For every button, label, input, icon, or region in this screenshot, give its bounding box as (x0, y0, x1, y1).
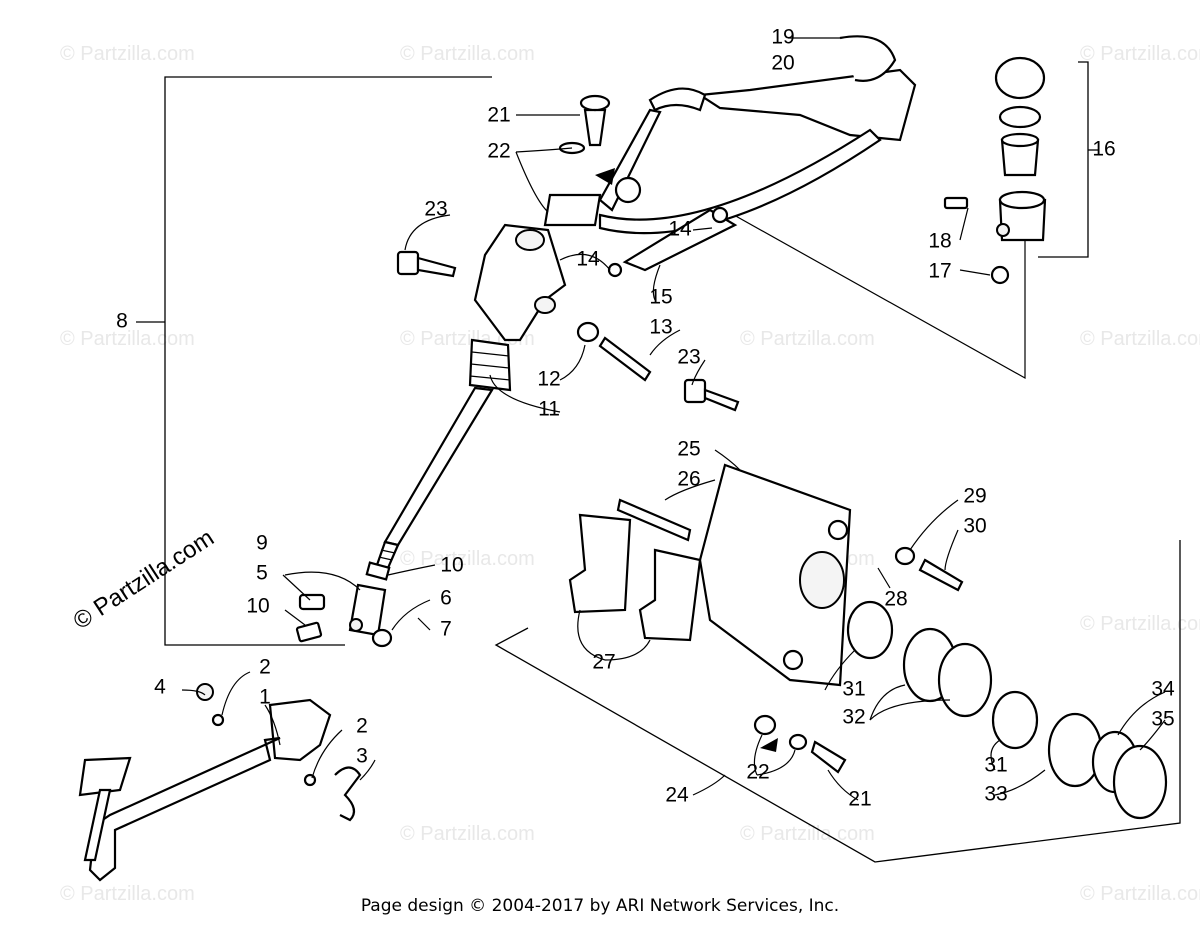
callout-21: 21 (848, 788, 871, 811)
pistons-and-seals (846, 600, 1168, 820)
callout-12: 12 (537, 368, 560, 391)
callout-labels: 1 2 2 3 4 5 6 7 8 9 10 10 11 12 13 14 14… (116, 26, 1175, 811)
callout-27: 27 (592, 651, 615, 674)
callout-23: 23 (677, 346, 700, 369)
callout-21: 21 (487, 104, 510, 127)
brake-pedal (78, 683, 362, 882)
callout-1: 1 (259, 686, 271, 709)
callout-24: 24 (665, 784, 689, 807)
callout-6: 6 (440, 587, 452, 610)
callout-16: 16 (1092, 138, 1115, 161)
watermark: © Partzilla.com (1080, 43, 1200, 65)
watermark: © Partzilla.com (400, 43, 535, 65)
callout-10: 10 (440, 554, 463, 577)
bracket-assembly-24 (494, 540, 1181, 863)
callout-22: 22 (487, 140, 510, 163)
arrow-marker (595, 168, 615, 185)
callout-34: 34 (1151, 678, 1175, 701)
leader-line (724, 209, 1026, 380)
callout-28: 28 (884, 588, 907, 611)
callout-14: 14 (576, 248, 600, 271)
callout-33: 33 (984, 783, 1007, 806)
watermark: © Partzilla.com (400, 548, 535, 570)
callout-29: 29 (963, 485, 986, 508)
caliper-body (616, 463, 852, 687)
callout-13: 13 (649, 316, 672, 339)
callout-9: 9 (256, 532, 268, 555)
watermark: © Partzilla.com (1080, 613, 1200, 635)
clevis (295, 561, 393, 648)
callout-3: 3 (356, 745, 368, 768)
callout-2: 2 (356, 715, 368, 738)
callout-7: 7 (440, 618, 452, 641)
watermark: © Partzilla.com (740, 823, 875, 845)
watermark: © Partzilla.com (60, 43, 195, 65)
brake-pads (568, 513, 702, 642)
bracket-assembly-8 (136, 76, 492, 646)
reservoir-assembly (943, 56, 1047, 285)
callout-20: 20 (771, 52, 794, 75)
callout-18: 18 (928, 230, 951, 253)
watermark: © Partzilla.com (1080, 328, 1200, 350)
callout-4: 4 (154, 676, 166, 699)
bracket-assembly-16 (1038, 61, 1098, 258)
callout-15: 15 (649, 286, 672, 309)
callout-5: 5 (256, 562, 268, 585)
watermark: © Partzilla.com (60, 883, 195, 905)
callout-31: 31 (842, 678, 865, 701)
master-cylinder-body (468, 223, 567, 392)
arrow-marker (760, 738, 778, 752)
callout-14: 14 (668, 218, 692, 241)
callout-32: 32 (842, 706, 865, 729)
callout-25: 25 (677, 438, 700, 461)
bleeder-assembly (753, 546, 964, 774)
callout-26: 26 (677, 468, 700, 491)
watermark: © Partzilla.com (400, 823, 535, 845)
callout-23: 23 (424, 198, 447, 221)
watermark: © Partzilla.com (740, 328, 875, 350)
callout-31: 31 (984, 754, 1007, 777)
watermark: © Partzilla.com (60, 328, 195, 350)
callout-10: 10 (246, 595, 269, 618)
callout-8: 8 (116, 310, 128, 333)
callout-17: 17 (928, 260, 951, 283)
callout-30: 30 (963, 515, 986, 538)
leader-lines (181, 37, 1166, 801)
footer-copyright: Page design © 2004-2017 by ARI Network S… (360, 896, 840, 916)
watermark-prominent: © Partzilla.com (69, 524, 219, 635)
callout-22: 22 (746, 761, 769, 784)
callout-35: 35 (1151, 708, 1174, 731)
callout-2: 2 (259, 656, 271, 679)
push-rod (375, 386, 494, 570)
bolts (396, 250, 740, 412)
callout-19: 19 (771, 26, 794, 49)
hose-assembly (543, 35, 917, 278)
watermark: © Partzilla.com (1080, 883, 1200, 905)
callout-11: 11 (538, 398, 560, 421)
